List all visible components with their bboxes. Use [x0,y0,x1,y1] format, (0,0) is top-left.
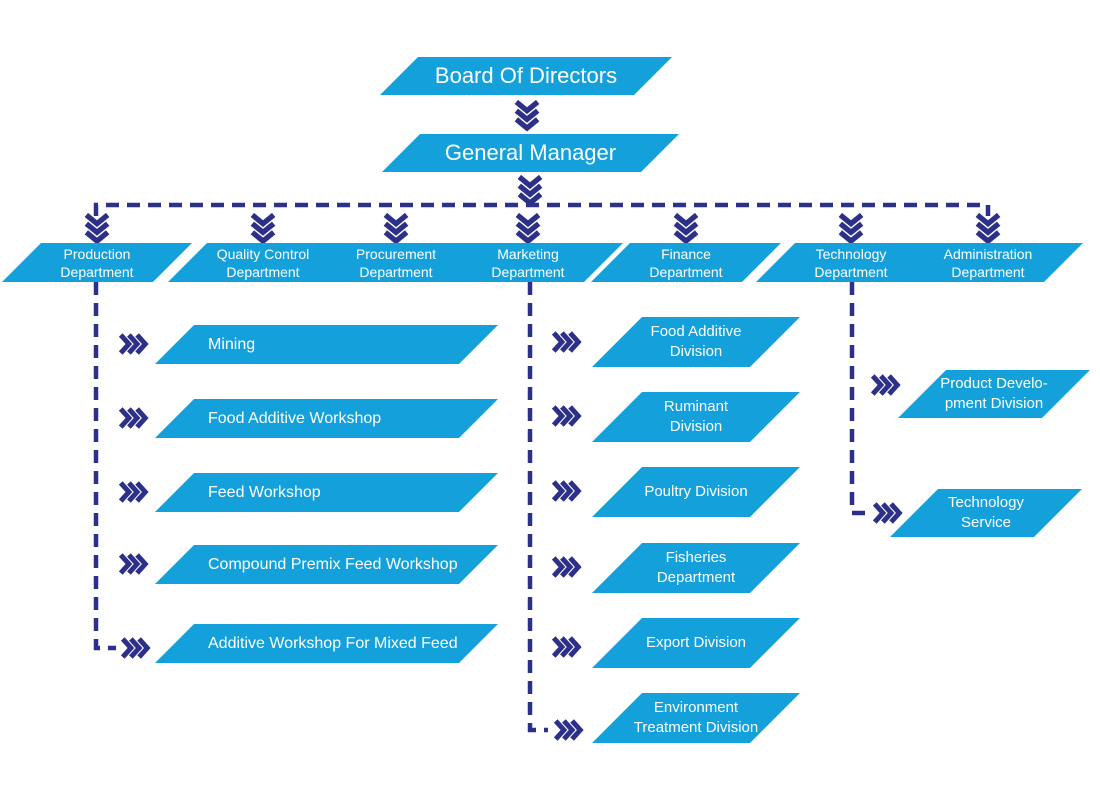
chevron-down-icon [383,212,409,245]
node-label: Department [359,263,433,280]
node-item-additive-workshop-for-mixed-feed: Additive Workshop For Mixed Feed [155,624,498,663]
node-label: Food Additive [650,323,742,340]
node-label: Procurement [355,245,437,262]
node-label: Service [960,514,1012,531]
node-label: Ruminant [663,398,729,415]
chevron-right-icon [551,480,582,502]
node-label: Poultry Division [644,483,748,500]
chevron-right-icon [118,333,149,355]
chevron-right-icon [551,636,582,658]
chevron-down-icon [250,212,276,245]
node-item-compound-premix-feed-workshop: Compound Premix Feed Workshop [155,545,498,584]
node-label: Technology [948,494,1024,511]
chevron-right-icon [553,719,584,741]
node-item-mining: Mining [155,325,498,364]
node-label: Mining [208,335,256,353]
chevron-right-icon [118,481,149,503]
chevron-down-icon [514,99,540,132]
node-label: Board Of Directors [434,63,618,88]
node-label: Technology [815,245,887,262]
node-label: Department [656,569,736,586]
node-label: Department [649,263,723,280]
chevron-right-icon [551,405,582,427]
node-label: Department [491,263,565,280]
node-label: Compound Premix Feed Workshop [208,555,458,573]
node-label: Export Division [645,634,747,651]
chevron-right-icon [551,331,582,353]
chevron-down-icon [517,174,543,207]
node-label: Treatment Division [633,719,759,736]
node-label: Department [814,263,888,280]
chevron-right-icon [118,407,149,429]
node-label: Food Additive Workshop [208,409,382,427]
chevron-right-icon [870,374,901,396]
node-label: Division [669,343,723,360]
node-label: Product Develo- [940,375,1048,392]
chevron-down-icon [84,212,110,245]
node-label: pment Division [944,395,1044,412]
node-label: Marketing [497,245,559,262]
node-label: Quality Control [216,245,310,262]
chevron-down-icon [975,212,1001,245]
node-label: General Manager [444,140,617,165]
marketing-branch-line [527,282,548,733]
node-label: Division [669,418,723,435]
chevron-down-icon [673,212,699,245]
node-label: Fisheries [665,549,727,566]
chevron-right-icon [120,637,151,659]
node-label: Department [226,263,300,280]
node-label: Department [60,263,134,280]
chevron-down-icon [838,212,864,245]
node-item-food-additive-workshop: Food Additive Workshop [155,399,498,438]
chevron-right-icon [118,553,149,575]
departments-tee-line [93,202,991,216]
node-label: Environment [653,699,739,716]
node-label: Additive Workshop For Mixed Feed [208,634,458,652]
node-label: Feed Workshop [208,483,321,501]
chevron-right-icon [872,502,903,524]
node-item-feed-workshop: Feed Workshop [155,473,498,512]
production-branch-line [93,282,116,651]
technology-branch-line [849,282,868,516]
node-label: Finance [661,245,711,262]
chevron-right-icon [551,556,582,578]
chevron-down-icon [515,212,541,245]
node-label: Department [951,263,1025,280]
node-label: Production [63,245,131,262]
node-board-of-directors: Board Of Directors [380,57,672,95]
node-general-manager: General Manager [382,134,679,172]
node-label: Administration [943,245,1033,262]
